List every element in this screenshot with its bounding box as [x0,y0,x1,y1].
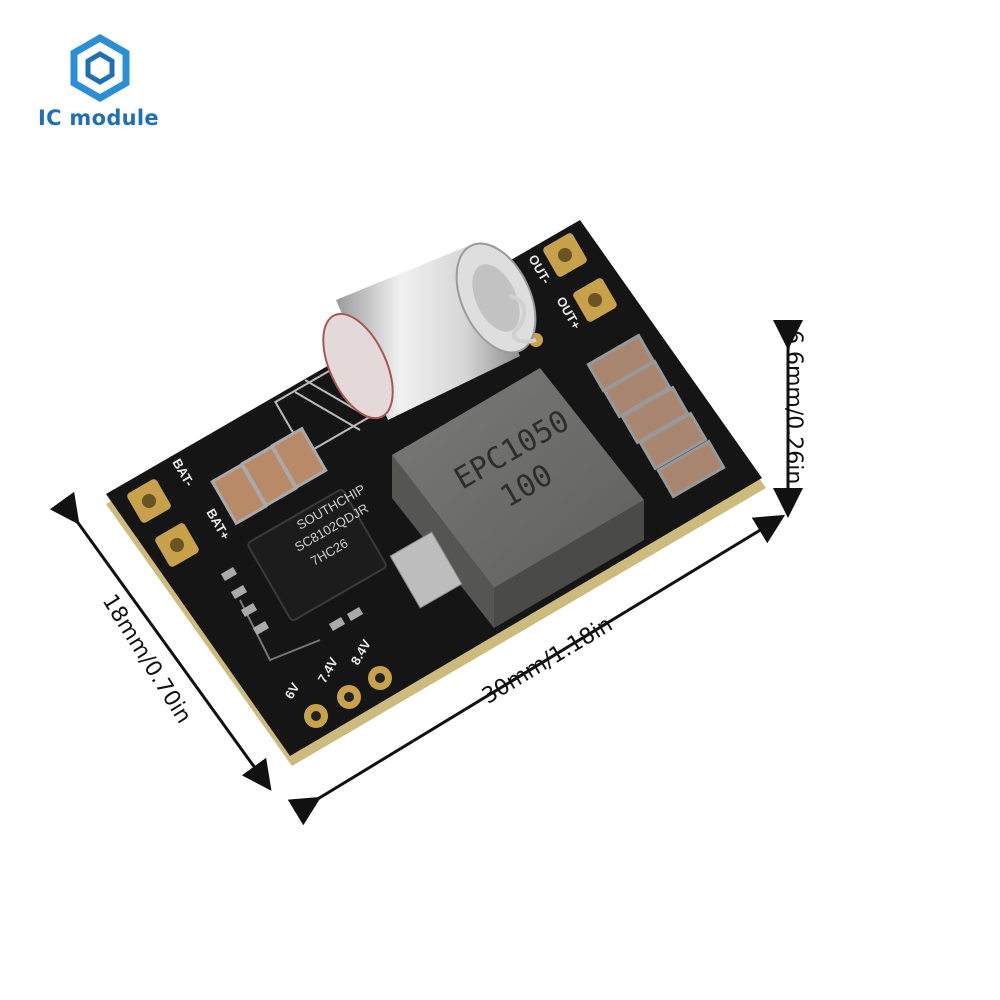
dimension-arrow-width [287,514,786,826]
brand-name: IC module [38,106,159,130]
electrolytic-capacitor [322,242,537,420]
dimension-arrow-height [49,491,272,791]
smd-capacitors-right [586,333,726,499]
hexagon-logo-icon [70,33,130,103]
dimension-label-thickness: 6.6mm/0.26in [781,330,806,485]
